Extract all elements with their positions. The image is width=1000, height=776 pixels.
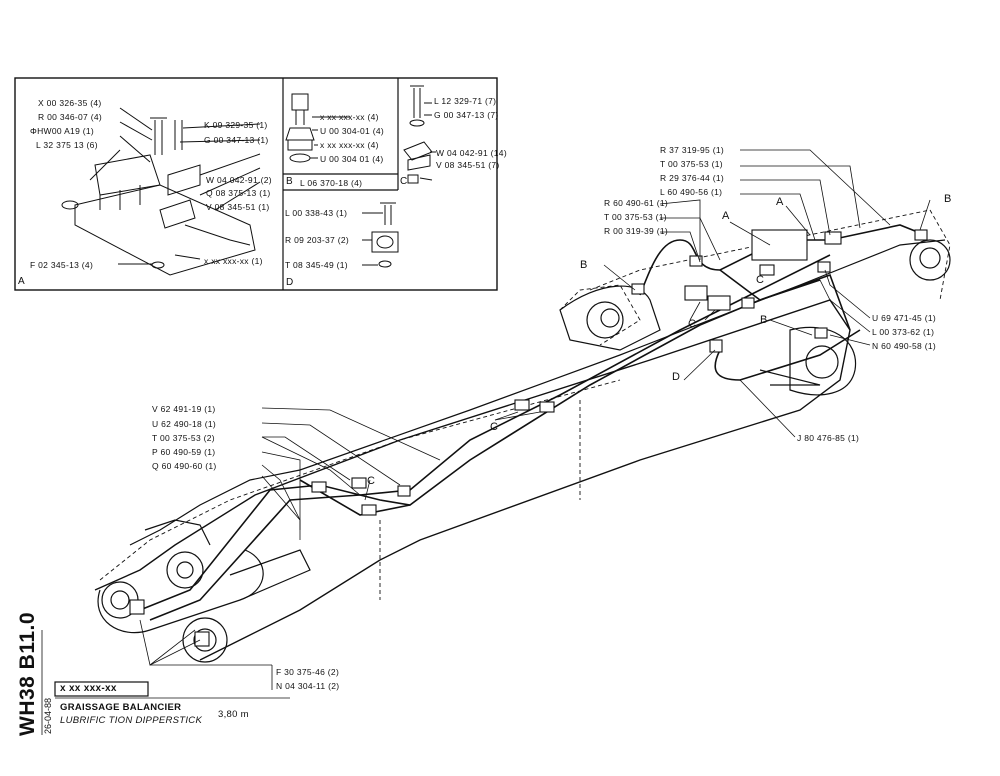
callout-c-left: C <box>367 475 375 487</box>
detail-a-letter: A <box>18 276 25 287</box>
drawing-number: WH38 B11.0 <box>16 611 39 736</box>
title-french: GRAISSAGE BALANCIER <box>60 702 182 713</box>
part-top-right-1: R 37 319-95 (1) <box>660 145 725 155</box>
part-bottom-1: F 30 375-46 (2) <box>276 667 340 677</box>
title-size: 3,80 m <box>218 709 249 720</box>
callout-b-left: B <box>580 259 588 271</box>
callout-c-centre: C <box>490 421 498 433</box>
detail-b-part-4: U 00 304 01 (4) <box>320 154 384 164</box>
detail-c-part-4: V 08 345-51 (7) <box>436 160 500 170</box>
part-top-right-2: T 00 375-53 (1) <box>660 159 723 169</box>
callout-b-top-right: B <box>944 193 952 205</box>
detail-a-part-7: W 04 042-91 (2) <box>206 175 272 185</box>
drawing-date: 26-04-88 <box>43 697 53 734</box>
part-top-right-4: L 60 490-56 (1) <box>660 187 723 197</box>
part-left-1: V 62 491-19 (1) <box>152 404 216 414</box>
detail-a-part-6: G 00 347-13 (1) <box>204 135 269 145</box>
detail-b-part-1: x xx xxx-xx (4) <box>320 112 379 122</box>
part-left-4: P 60 490-59 (1) <box>152 447 216 457</box>
title-code: x xx xxx-xx <box>60 683 117 694</box>
detail-d-part-2: R 09 203-37 (2) <box>285 235 350 245</box>
detail-d-part-3: T 08 345-49 (1) <box>285 260 348 270</box>
detail-a-part-11: x xx xxx-xx (1) <box>204 256 263 266</box>
part-top-middle-1: R 60 490-61 (1) <box>604 198 669 208</box>
detail-b-letter: B <box>286 176 293 187</box>
detail-b-part-2: U 00 304-01 (4) <box>320 126 385 136</box>
callout-d: D <box>672 371 680 383</box>
callout-b-middle: B <box>760 314 768 326</box>
part-right-2: L 00 373-62 (1) <box>872 327 935 337</box>
part-lower-right: J 80 476-85 (1) <box>797 433 860 443</box>
detail-a-part-3: ΦHW00 A19 (1) <box>30 126 95 136</box>
part-bottom-2: N 04 304-11 (2) <box>276 681 340 691</box>
detail-a-part-2: R 00 346-07 (4) <box>38 112 103 122</box>
detail-a-part-4: L 32 375 13 (6) <box>36 140 98 150</box>
callout-c-middle: C <box>688 318 696 330</box>
part-left-5: Q 60 490-60 (1) <box>152 461 217 471</box>
part-left-3: T 00 375-53 (2) <box>152 433 215 443</box>
title-english: LUBRIFIC TION DIPPERSTICK <box>60 715 203 726</box>
detail-c-letter: C <box>400 176 408 187</box>
part-top-middle-3: R 00 319-39 (1) <box>604 226 669 236</box>
callout-a-right: A <box>776 196 784 208</box>
detail-a-part-8: Q 08 375-13 (1) <box>206 188 271 198</box>
callout-a-left: A <box>722 210 730 222</box>
part-top-middle-2: T 00 375-53 (1) <box>604 212 667 222</box>
detail-c-part-3: W 04 042-91 (14) <box>436 148 507 158</box>
callout-c-upper: C <box>756 274 764 286</box>
detail-a-part-9: V 08 345-51 (1) <box>206 202 270 212</box>
part-left-2: U 62 490-18 (1) <box>152 419 217 429</box>
detail-a-part-5: K 09 329-35 (1) <box>204 120 268 130</box>
part-right-3: N 60 490-58 (1) <box>872 341 937 351</box>
detail-a-part-10: F 02 345-13 (4) <box>30 260 94 270</box>
detail-d-part-1: L 00 338-43 (1) <box>285 208 348 218</box>
part-right-1: U 69 471-45 (1) <box>872 313 937 323</box>
detail-b-part-3: x xx xxx-xx (4) <box>320 140 379 150</box>
detail-c-part-2: G 00 347-13 (7) <box>434 110 499 120</box>
detail-d-letter: D <box>286 277 294 288</box>
detail-b-footer-part: L 06 370-18 (4) <box>300 178 363 188</box>
part-top-right-3: R 29 376-44 (1) <box>660 173 725 183</box>
detail-c-part-1: L 12 329-71 (7) <box>434 96 497 106</box>
detail-a-part-1: X 00 326-35 (4) <box>38 98 102 108</box>
